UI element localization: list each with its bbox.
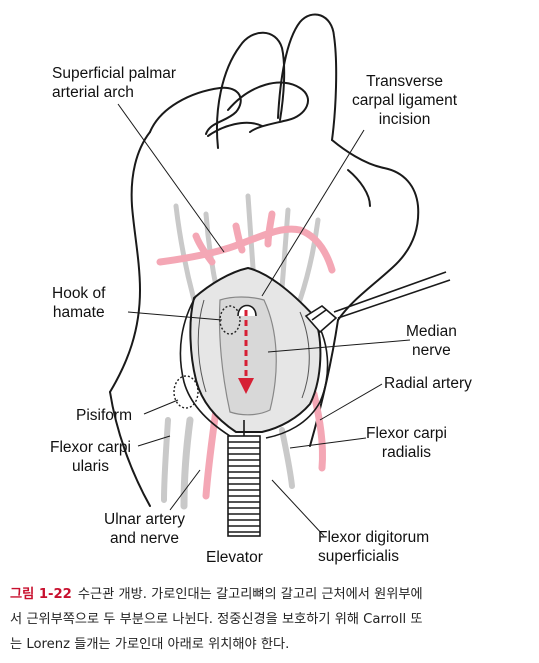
label-hook-of-hamate: Hook of hamate [52,284,105,322]
label-line: Superficial palmar [52,65,177,82]
incision-direction-arrow [238,310,254,394]
label-line: radialis [381,444,432,461]
label-line: arterial arch [52,84,134,101]
carpal-tunnel-illustration [109,13,451,537]
label-radial-artery: Radial artery [384,374,472,393]
label-line: carpal ligament [352,92,458,109]
label-transverse-carpal-ligament: Transverse carpal ligament incision [352,72,457,129]
elevator-instrument [227,420,261,537]
hand-outline [109,13,420,507]
retractor [304,271,451,334]
caption-line-3: 는 Lorenz 들개는 가로인대 아래로 위치해야 한다. [10,637,290,652]
label-ulnar-artery-and-nerve: Ulnar artery and nerve [104,510,185,548]
label-line: Hook of [52,285,106,302]
label-line: Median [406,323,457,340]
label-line: Flexor carpi [50,439,131,456]
label-median-nerve: Median nerve [406,322,457,360]
label-line: superficialis [318,548,399,565]
label-line: Flexor digitorum [318,529,430,546]
figure-number: 그림 1-22 [10,587,72,602]
label-flexor-digitorum-superficialis: Flexor digitorum superficialis [318,528,429,566]
label-line: incision [378,111,431,128]
leader-lines [117,103,411,537]
arteries [156,210,336,500]
label-line: Radial artery [384,375,472,392]
label-line: nerve [412,342,451,359]
figure-caption: 그림 1-22 수근관 개방. 가로인대는 갈고리뼈의 갈고리 근처에서 원위부에… [10,582,535,657]
label-line: Flexor carpi [366,425,447,442]
label-line: Ulnar artery [104,511,185,528]
caption-line-1: 그림 1-22 수근관 개방. 가로인대는 갈고리뼈의 갈고리 근처에서 원위부에 [10,582,535,607]
label-superficial-palmar-arch: Superficial palmar arterial arch [52,64,176,102]
label-line: Transverse [366,73,444,90]
label-line: ularis [71,458,109,475]
label-flexor-carpi-ulnaris: Flexor carpi ularis [50,438,131,476]
label-flexor-carpi-radialis: Flexor carpi radialis [366,424,447,462]
label-line: and nerve [110,530,179,547]
label-line: hamate [52,304,105,321]
label-line: Elevator [206,549,263,566]
caption-text: 수근관 개방. 가로인대는 갈고리뼈의 갈고리 근처에서 원위부에 [77,587,423,602]
label-elevator: Elevator [206,548,263,567]
label-line: Pisiform [76,407,132,424]
label-pisiform: Pisiform [76,406,132,425]
incision-opening [173,266,329,439]
caption-line-2: 서 근위부쪽으로 두 부분으로 나뉜다. 정중신경을 보호하기 위해 Carro… [10,612,423,627]
